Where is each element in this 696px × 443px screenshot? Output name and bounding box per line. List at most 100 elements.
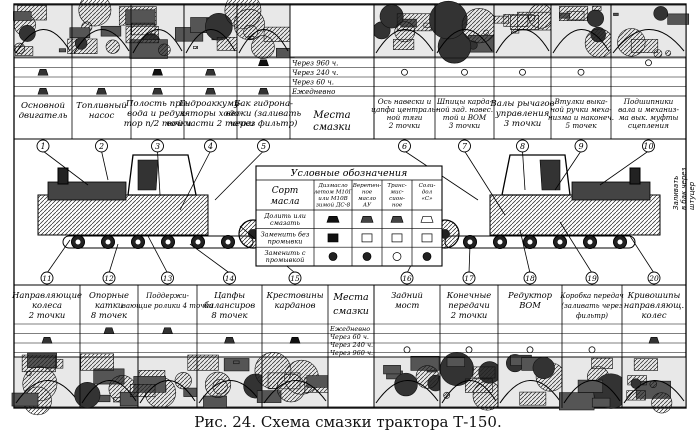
bottom-symbol-6 (403, 346, 411, 354)
legend-col-header-2-line-1: Веретен- (352, 183, 382, 189)
bottom-photo-15 (254, 352, 335, 408)
top-label-10-line-3: ма вык. муфты (619, 113, 679, 122)
bottom-photo-14 (187, 354, 269, 408)
legend-row-2-line-1: Заменить без (261, 231, 310, 239)
top-labels-row: МестасмазкиОсновнойдвигательТопливныйнас… (14, 97, 686, 140)
legend-row-header-1: Сорт (272, 186, 299, 196)
callout-circle-9 (574, 139, 588, 153)
top-label-7-line-3: той и ВОМ (443, 113, 487, 122)
top-label-8-line-1: Валы рычагов (489, 99, 554, 109)
bottom-symbol-10 (648, 336, 660, 344)
callout-number-6: 6 (402, 142, 407, 151)
legend-col-header-3-line-1: Транс- (387, 183, 406, 189)
period-label-top-4: Ежедневно (291, 88, 335, 96)
legend-symbol (391, 233, 403, 243)
leader-line-bottom-18 (519, 229, 531, 274)
bottom-component-illustrations (11, 352, 687, 416)
legend-col-header-3-line-3: сион- (389, 196, 405, 202)
top-label-7-line-4: 3 точки (449, 121, 481, 130)
top-label-4-line-2: ляторы ходо- (179, 109, 242, 119)
callout-circle-5 (257, 139, 270, 153)
bottom-label-20-line-2: направляющ. (624, 300, 684, 310)
bottom-label-13-line-1: Поддержи- (145, 292, 189, 300)
bottom-label-12-line-1: Опорные (89, 290, 129, 300)
callout-number-20: 20 (648, 274, 659, 283)
callout-circle-7 (458, 139, 471, 153)
bottom-symbol-3 (162, 327, 173, 335)
top-label-5-line-2: вески (заливать (226, 108, 302, 119)
top-symbol-daily-3 (152, 87, 163, 95)
period-label-bottom-4: Через 960 ч. (330, 349, 373, 357)
legend-col-header-4-line-2: дол (422, 190, 433, 196)
legend-col-header-1-line-2: летом М10Г (314, 190, 353, 196)
callout-circle-17 (462, 271, 476, 285)
wheel-hub (75, 239, 81, 245)
legend-symbol (360, 215, 374, 223)
wheel-hub (195, 239, 201, 245)
top-symbol-1 (37, 68, 49, 76)
bottom-photo-11 (11, 352, 81, 416)
callout-number-3: 3 (155, 142, 160, 151)
wheel-hub (135, 239, 141, 245)
top-symbol-8 (519, 68, 526, 76)
top-photo-7 (429, 0, 503, 64)
legend-symbol (421, 233, 433, 243)
bottom-period-symbols (14, 323, 686, 358)
leader-line-bottom-14 (189, 243, 230, 274)
legend-col-header-1-line-1: Дизмасло (317, 183, 348, 189)
top-label-8-line-3: 3 точки (504, 119, 542, 129)
top-symbol-daily-5 (258, 87, 269, 95)
top-label-3-line-1: Полость при- (125, 99, 189, 109)
callout-circle-16 (400, 271, 414, 285)
callout-circle-3 (151, 139, 164, 153)
legend-col-header-2-line-4: АУ (362, 203, 372, 209)
figure-caption: Рис. 24. Схема смазки трактора Т-150. (194, 413, 502, 431)
callout-circle-6 (398, 139, 411, 153)
legend-col-header-3-line-4: ное (392, 203, 403, 209)
top-label-2-line-1: Топливный (76, 101, 127, 111)
top-photo-1 (13, 4, 73, 58)
bottom-photo-17 (439, 352, 503, 411)
callout-number-5: 5 (261, 142, 266, 151)
top-label-2-line-2: насос (89, 111, 115, 121)
legend-symbol (420, 215, 434, 223)
bottom-label-14-line-1: Цапфы (214, 290, 245, 300)
top-label-10-line-2: вала и механиз- (618, 105, 679, 114)
leader-line-top-8 (522, 150, 526, 191)
top-period-symbols (13, 5, 687, 139)
top-symbol-7 (461, 68, 468, 76)
legend-symbol (326, 215, 340, 223)
top-label-9-line-2: ной ручки меха- (550, 105, 612, 114)
wheel-hub (105, 239, 111, 245)
top-photo-5 (224, 0, 295, 59)
period-label-top-3: Через 60 ч. (292, 78, 334, 86)
top-symbol-2 (96, 87, 107, 95)
bottom-label-12-line-2: катки (95, 300, 123, 310)
top-label-8-line-2: управления (495, 109, 550, 119)
leader-lines (42, 150, 655, 274)
bottom-photo-18 (497, 354, 566, 408)
callout-circle-13 (161, 271, 174, 285)
leader-line-bottom-17 (468, 244, 471, 274)
period-labels-top: Через 960 ч.Через 240 ч.Через 60 ч.Ежедн… (291, 59, 338, 96)
wheel-hub (497, 239, 503, 245)
top-label-3-line-3: тор п/2 точки (124, 119, 192, 129)
bottom-label-20-line-3: колес (641, 310, 666, 320)
top-places-label-1: Места (312, 110, 350, 121)
bottom-label-20-line-1: Кривошипы (627, 290, 681, 300)
exhaust-pipe (629, 167, 641, 185)
leader-line-top-1 (42, 150, 89, 186)
top-label-9-line-1: Втулки выка- (553, 97, 608, 106)
top-symbol-4 (205, 68, 216, 76)
callout-number-1: 1 (40, 142, 45, 151)
bottom-label-16-line-2: мост (395, 300, 420, 310)
callout-number-2: 2 (98, 142, 104, 151)
top-label-6-line-3: ной тяги (387, 113, 423, 122)
bottom-label-19-line-3: фильтр) (576, 312, 608, 320)
period-label-bottom-3: Через 240 ч. (330, 341, 373, 349)
wheel-hub (165, 239, 171, 245)
legend-symbol (327, 233, 339, 243)
top-symbol-10 (645, 59, 652, 67)
bottom-label-18-line-1: Редуктор (507, 290, 553, 300)
